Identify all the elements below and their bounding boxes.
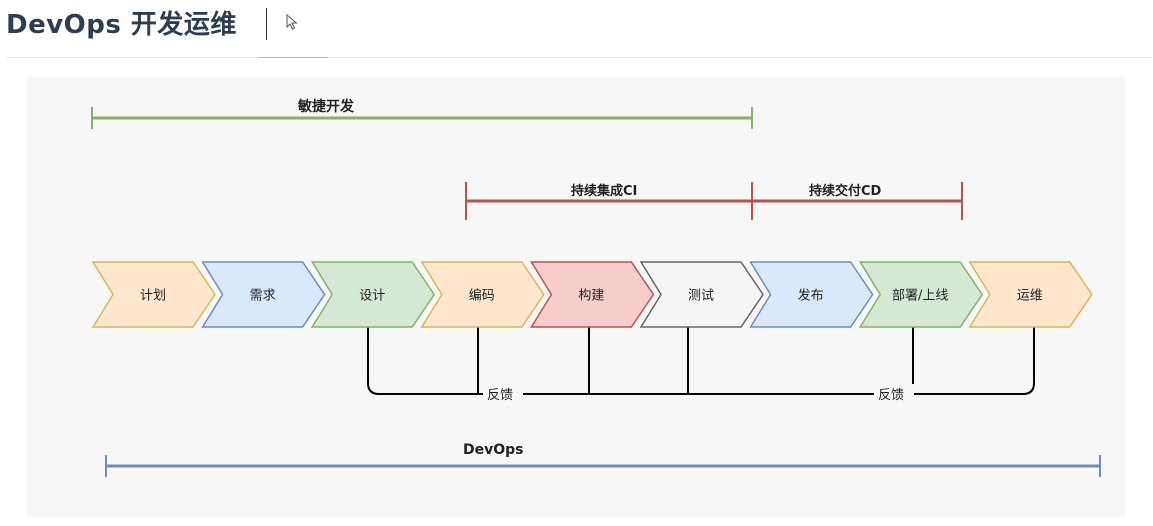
agile-span: 敏捷开发 (91, 98, 753, 129)
stage-label: 测试 (688, 289, 714, 304)
feedback-label-1: 反馈 (487, 388, 513, 403)
stage-chevron: 构建 (530, 261, 655, 328)
stage-shape (530, 261, 655, 328)
stage-label: 运维 (1017, 289, 1043, 304)
stage-chevron: 设计 (310, 261, 436, 328)
stage-shape (968, 261, 1093, 328)
cd-span-label: 持续交付CD (809, 183, 882, 199)
page-title: DevOps 开发运维 (6, 10, 237, 40)
feedback-label-2: 反馈 (878, 388, 904, 403)
stage-chevron: 发布 (749, 261, 874, 328)
stage-chevron: 编码 (420, 261, 545, 328)
stage-pipeline: 计划 需求 设计 编码 构建 测试 发布 部署/上线 运维 (91, 261, 1093, 328)
stage-shape (201, 261, 326, 328)
devops-span-label: DevOps (463, 442, 524, 458)
stage-label: 编码 (469, 289, 495, 304)
feedback-connectors (367, 327, 1035, 395)
stage-shape (91, 261, 216, 328)
feedback-loop (367, 327, 1035, 395)
stage-label: 设计 (359, 289, 385, 304)
stage-shape (310, 261, 436, 328)
mouse-pointer-icon (286, 14, 298, 30)
stage-chevron: 需求 (201, 261, 326, 328)
title-divider-highlight (258, 57, 328, 58)
agile-span-label: 敏捷开发 (297, 98, 355, 115)
cd-span: 持续交付CD (752, 182, 963, 220)
stage-shape (749, 261, 874, 328)
devops-span: DevOps (105, 442, 1101, 477)
stage-label: 发布 (798, 288, 824, 304)
title-divider (6, 57, 1151, 58)
stage-label: 需求 (250, 289, 276, 304)
stage-label: 构建 (578, 289, 604, 304)
stage-shape (639, 261, 764, 328)
stage-label: 部署/上线 (892, 289, 948, 304)
text-caret (266, 8, 267, 40)
feedback-label-bg-1 (483, 384, 523, 404)
stage-chevron: 计划 (91, 261, 216, 328)
stage-label: 计划 (140, 289, 166, 304)
stage-chevron: 运维 (968, 261, 1093, 328)
stage-shape (858, 261, 984, 328)
stage-shape (420, 261, 545, 328)
feedback-label-bg-2 (874, 384, 914, 404)
devops-diagram: 敏捷开发 持续集成CI 持续交付CD 反馈 反馈 计划 需求 设计 编码 构建 测试 (26, 77, 1126, 517)
ci-span-label: 持续集成CI (571, 183, 637, 199)
stage-chevron: 测试 (639, 261, 764, 328)
ci-span: 持续集成CI (465, 182, 753, 220)
stage-chevron: 部署/上线 (858, 261, 984, 328)
